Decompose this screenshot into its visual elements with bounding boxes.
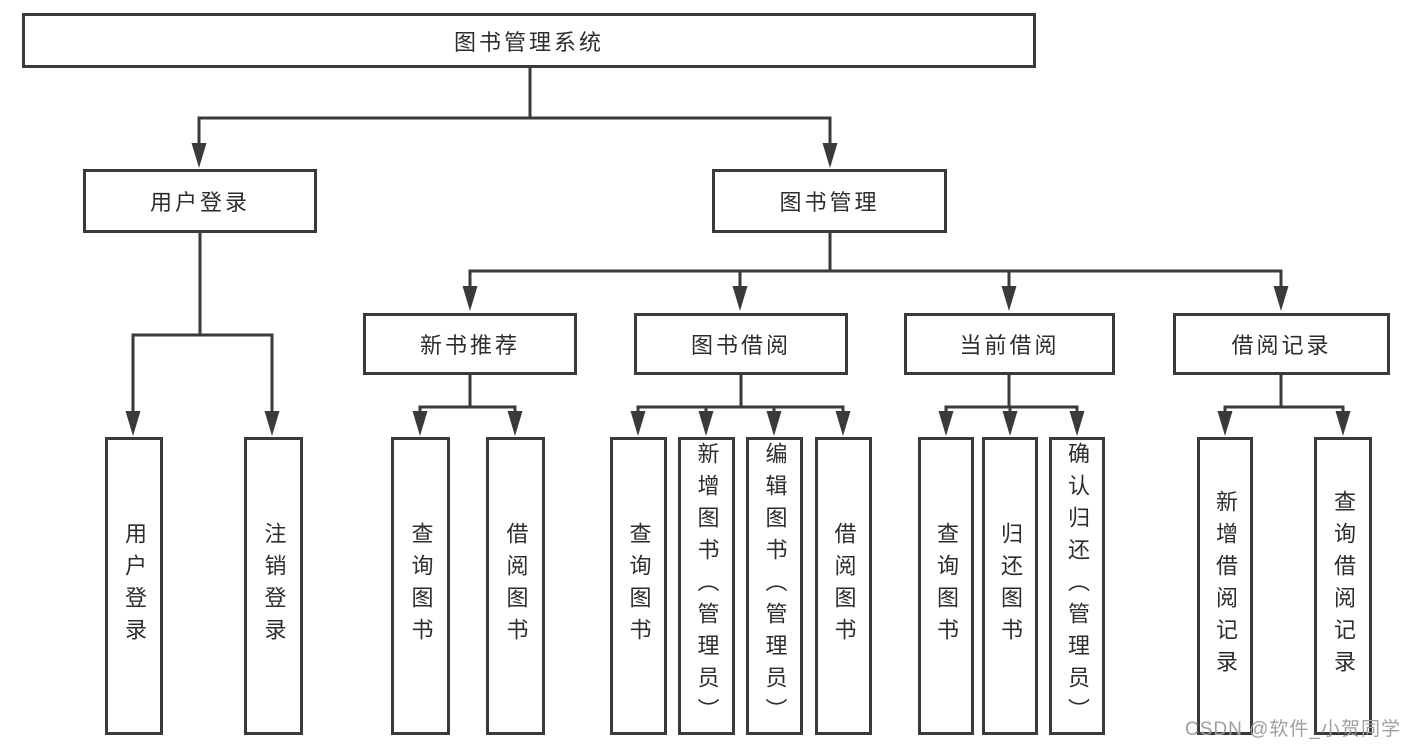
node-label: 图书管理 <box>779 190 880 215</box>
node-user-login: 用户登录 <box>83 169 317 233</box>
node-label: 新增图书（管理员） <box>694 442 720 730</box>
leaf-return-books: 归还图书 <box>982 437 1038 735</box>
leaf-add-borrow-record: 新增借阅记录 <box>1197 437 1253 735</box>
node-label: 图书借阅 <box>690 333 791 358</box>
leaf-query-books-1: 查询图书 <box>391 437 450 735</box>
node-borrow-record: 借阅记录 <box>1173 313 1390 375</box>
leaf-confirm-return-admin: 确认归还（管理员） <box>1049 437 1105 735</box>
csdn-watermark: CSDN @软件_小贺同学 <box>1185 719 1401 740</box>
leaf-add-books-admin: 新增图书（管理员） <box>678 437 735 735</box>
node-label: 查询图书 <box>934 522 959 650</box>
node-label: 借阅图书 <box>831 522 857 650</box>
node-label: 新增借阅记录 <box>1213 490 1238 682</box>
leaf-edit-books-admin: 编辑图书（管理员） <box>746 437 803 735</box>
node-current-borrow: 当前借阅 <box>904 313 1115 375</box>
node-book-borrow: 图书借阅 <box>634 313 848 375</box>
node-label: 新书推荐 <box>419 333 520 358</box>
node-label: 借阅图书 <box>503 522 529 650</box>
node-label: 查询图书 <box>408 522 434 650</box>
node-label: 编辑图书（管理员） <box>762 442 788 730</box>
node-label: 查询图书 <box>626 522 652 650</box>
node-label: 确认归还（管理员） <box>1065 442 1090 730</box>
leaf-query-books-2: 查询图书 <box>610 437 667 735</box>
node-label: 用户登录 <box>122 522 147 650</box>
node-label: 注销登录 <box>261 522 287 650</box>
node-root-library-system: 图书管理系统 <box>22 13 1036 68</box>
node-label: 借阅记录 <box>1231 333 1332 358</box>
node-label: 当前借阅 <box>959 333 1060 358</box>
node-label: 用户登录 <box>149 190 250 215</box>
leaf-logout: 注销登录 <box>244 437 303 735</box>
node-label: 查询借阅记录 <box>1331 490 1356 682</box>
node-new-book-recommend: 新书推荐 <box>363 313 577 375</box>
node-label: 图书管理系统 <box>453 29 604 55</box>
leaf-borrow-books-1: 借阅图书 <box>486 437 545 735</box>
node-book-management: 图书管理 <box>712 169 947 233</box>
leaf-query-books-3: 查询图书 <box>918 437 974 735</box>
leaf-query-borrow-record: 查询借阅记录 <box>1314 437 1372 735</box>
leaf-user-login: 用户登录 <box>105 437 163 735</box>
node-label: 归还图书 <box>998 522 1023 650</box>
leaf-borrow-books-2: 借阅图书 <box>815 437 872 735</box>
